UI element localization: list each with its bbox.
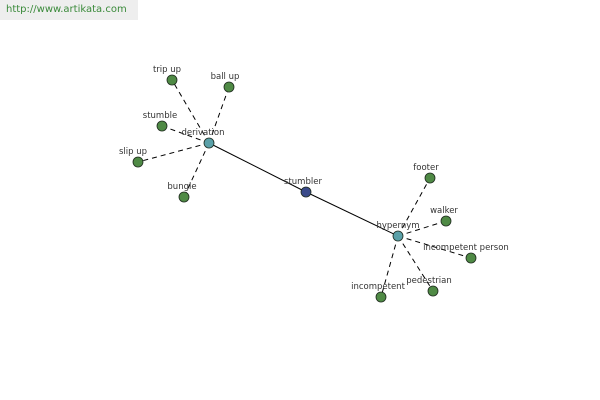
node-label-derivation: derivation	[181, 128, 224, 138]
node-label-trip-up: trip up	[153, 65, 181, 75]
node-label-hypernym: hypernym	[376, 221, 419, 231]
site-url-link[interactable]: http://www.artikata.com	[6, 4, 127, 15]
node-stumbler[interactable]	[300, 186, 312, 198]
node-footer[interactable]	[424, 172, 436, 184]
node-walker[interactable]	[440, 215, 452, 227]
node-label-footer: footer	[413, 163, 439, 173]
node-hypernym[interactable]	[392, 230, 404, 242]
nodes-layer	[132, 74, 477, 303]
node-stumble[interactable]	[156, 120, 168, 132]
node-label-slip-up: slip up	[119, 147, 147, 157]
edge-hypernym-incompetent	[380, 235, 399, 298]
edge-derivation-stumbler	[208, 142, 307, 193]
edge-stumbler-hypernym	[305, 191, 399, 237]
node-label-pedestrian: pedestrian	[406, 276, 451, 286]
node-label-walker: walker	[430, 206, 458, 216]
node-label-stumble: stumble	[143, 111, 177, 121]
node-bungle[interactable]	[178, 191, 190, 203]
node-trip-up[interactable]	[166, 74, 178, 86]
node-incompetent-person[interactable]	[465, 252, 477, 264]
node-slip-up[interactable]	[132, 156, 144, 168]
node-label-ball-up: ball up	[211, 72, 240, 82]
node-ball-up[interactable]	[223, 81, 235, 93]
url-bar: http://www.artikata.com	[0, 0, 138, 20]
node-pedestrian[interactable]	[427, 285, 439, 297]
edge-hypernym-incompetent-person	[397, 235, 472, 259]
node-label-incompetent: incompetent	[351, 282, 405, 292]
edges-layer	[137, 79, 472, 298]
edge-hypernym-footer	[397, 177, 431, 237]
node-label-stumbler: stumbler	[284, 177, 322, 187]
edge-derivation-ball-up	[208, 86, 230, 144]
edge-derivation-trip-up	[171, 79, 210, 144]
node-incompetent[interactable]	[375, 291, 387, 303]
node-label-incompetent-person: incompetent person	[423, 243, 509, 253]
node-derivation[interactable]	[203, 137, 215, 149]
edge-derivation-bungle	[183, 142, 210, 198]
node-label-bungle: bungle	[167, 182, 196, 192]
labels-layer: stumbler derivation hypernym trip up ball up…	[119, 65, 509, 292]
edge-derivation-slip-up	[137, 142, 210, 163]
edge-hypernym-pedestrian	[397, 235, 434, 292]
